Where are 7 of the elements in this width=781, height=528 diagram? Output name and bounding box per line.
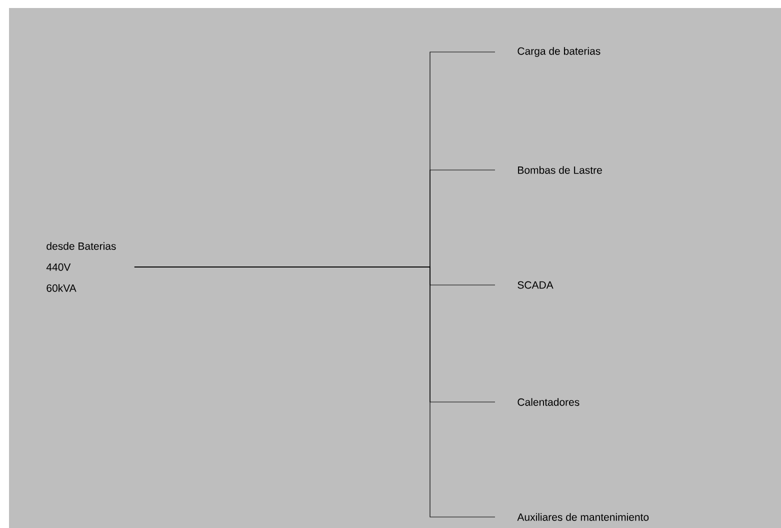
load-label: Bombas de Lastre bbox=[518, 166, 602, 174]
source-label: desde Baterias 440V 60kVA bbox=[46, 242, 116, 292]
load-label: Calentadores bbox=[518, 398, 580, 406]
connector bbox=[134, 266, 496, 518]
load-label: Carga de baterias bbox=[518, 47, 600, 57]
load-label: SCADA bbox=[518, 281, 554, 289]
load-label: Auxiliares de mantenimiento bbox=[517, 513, 649, 521]
